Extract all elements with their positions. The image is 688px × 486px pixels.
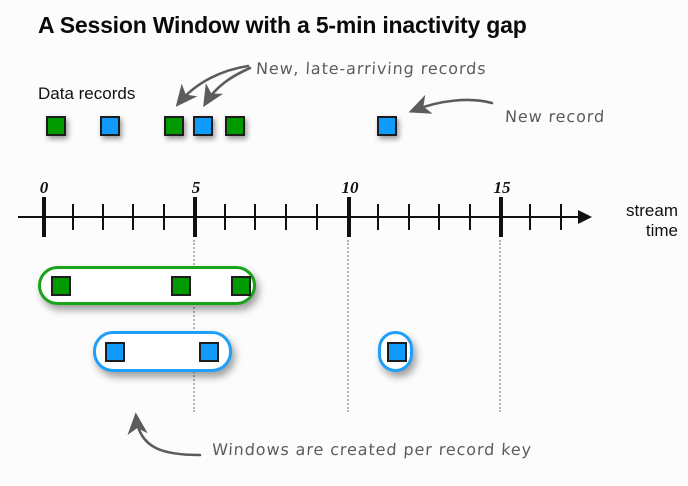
- axis-tick-major-10: [347, 197, 351, 237]
- axis-tick-minor: [377, 204, 379, 230]
- stream-time-axis-label: stream time: [612, 201, 678, 241]
- axis-tick-major-5: [193, 197, 197, 237]
- axis-tick-label-5: 5: [191, 178, 201, 197]
- arrow-to-late-green-record: [175, 64, 250, 107]
- axis-tick-label-10: 10: [341, 178, 359, 197]
- guide-line-15: [499, 240, 501, 412]
- stream-time-line-1: stream: [626, 201, 678, 220]
- axis-tick-minor: [285, 204, 287, 230]
- green-session-window: [38, 266, 256, 305]
- guide-line-10: [347, 240, 349, 412]
- record-3-green: [164, 116, 184, 136]
- annotation-late-arriving-records: New, late-arriving records: [255, 59, 487, 78]
- arrow-to-new-record: [408, 94, 494, 114]
- record-6-blue: [377, 116, 397, 136]
- axis-tick-label-0: 0: [39, 178, 49, 197]
- axis-tick-minor: [438, 204, 440, 230]
- data-records-label: Data records: [38, 84, 136, 103]
- window-record-green: [231, 276, 251, 296]
- stream-time-axis-arrowhead: [578, 210, 592, 224]
- stream-time-line-2: time: [645, 221, 678, 240]
- axis-tick-minor: [254, 204, 256, 230]
- window-record-blue: [105, 342, 125, 362]
- axis-tick-minor: [132, 204, 134, 230]
- record-5-green: [225, 116, 245, 136]
- axis-tick-major-0: [42, 197, 46, 237]
- window-record-blue: [199, 342, 219, 362]
- record-2-blue: [100, 116, 120, 136]
- stream-time-axis-line: [18, 216, 580, 218]
- blue-session-window: [93, 331, 232, 372]
- axis-tick-minor: [72, 204, 74, 230]
- axis-tick-minor: [408, 204, 410, 230]
- axis-tick-minor: [102, 204, 104, 230]
- axis-tick-minor: [224, 204, 226, 230]
- record-4-blue: [193, 116, 213, 136]
- axis-tick-major-15: [499, 197, 503, 237]
- window-record-blue: [387, 342, 407, 362]
- annotation-windows-per-record-key: Windows are created per record key: [211, 440, 533, 459]
- page-title: A Session Window with a 5-min inactivity…: [38, 12, 527, 38]
- record-1-green: [46, 116, 66, 136]
- window-record-green: [51, 276, 71, 296]
- axis-tick-minor: [163, 204, 165, 230]
- axis-tick-minor: [316, 204, 318, 230]
- window-record-green: [171, 276, 191, 296]
- arrow-to-blue-session-window: [127, 412, 202, 457]
- arrow-to-late-blue-record: [203, 66, 252, 108]
- blue-session-window-late: [378, 331, 413, 372]
- annotation-new-record: New record: [504, 107, 606, 126]
- guide-line-5: [193, 240, 195, 412]
- axis-tick-minor: [560, 204, 562, 230]
- axis-tick-label-15: 15: [493, 178, 511, 197]
- axis-tick-minor: [469, 204, 471, 230]
- axis-tick-minor: [529, 204, 531, 230]
